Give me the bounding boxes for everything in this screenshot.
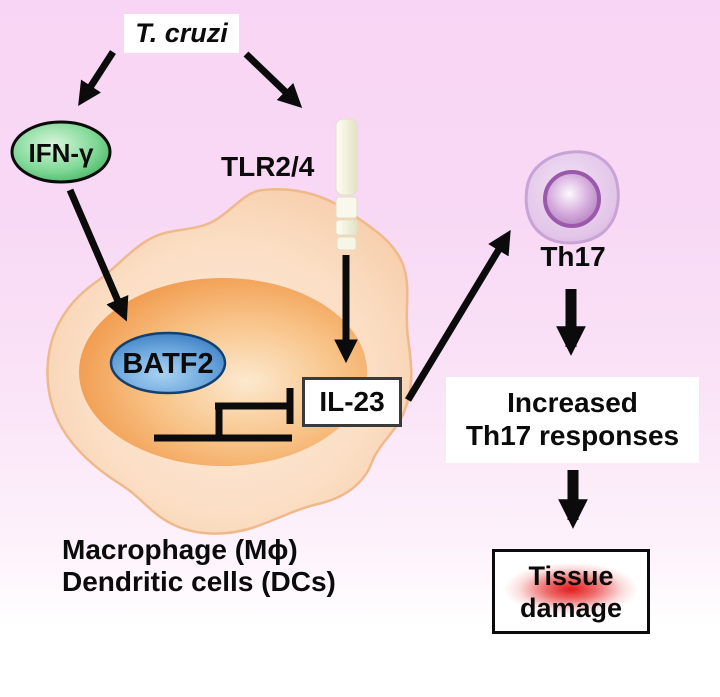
th17-label: Th17 xyxy=(540,241,606,272)
pathogen-label: T. cruzi xyxy=(124,14,239,53)
ifn-gamma-label: IFN-γ xyxy=(28,138,94,168)
inhibition-tbar-icon xyxy=(154,388,294,442)
ifn-gamma-ellipse xyxy=(10,120,112,184)
arrow-tcruzi-to-tlr-icon xyxy=(243,51,303,108)
cell-types-line1: Macrophage (Mϕ) xyxy=(62,534,298,565)
tissue-damage-box: Tissue damage xyxy=(492,549,650,634)
increased-th17-line2: Th17 responses xyxy=(465,420,680,451)
receptor-label: TLR2/4 xyxy=(221,151,315,182)
arrow-tcruzi-to-ifn-icon xyxy=(78,50,116,106)
tlr-receptor-icon xyxy=(335,118,358,251)
cell-types-line2: Dendritic cells (DCs) xyxy=(62,566,336,597)
increased-th17-line1: Increased xyxy=(507,387,638,418)
tissue-damage-line2: damage xyxy=(519,593,623,623)
arrow-ifn-to-batf2-icon xyxy=(66,188,129,322)
batf2-ellipse xyxy=(109,331,227,395)
tissue-damage-line1: Tissue xyxy=(528,561,614,591)
batf2-label: BATF2 xyxy=(122,348,214,380)
th17-cell-icon xyxy=(524,150,620,245)
arrow-il23-to-th17-icon xyxy=(405,229,511,402)
increased-th17-box: Increased Th17 responses xyxy=(446,377,699,463)
il23-box: IL-23 xyxy=(302,377,402,427)
cell-types-label: Macrophage (Mϕ) Dendritic cells (DCs) xyxy=(62,534,336,598)
